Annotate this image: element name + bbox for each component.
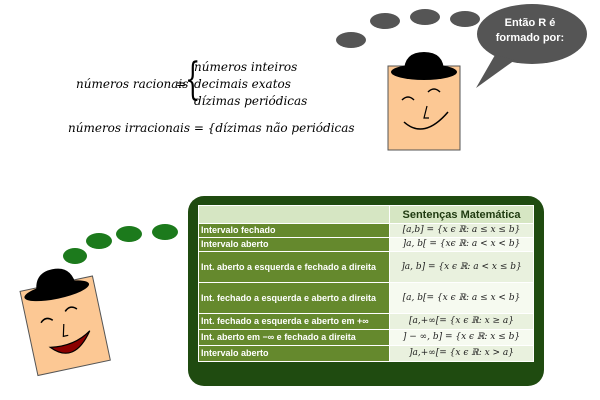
nose: [62, 324, 69, 338]
row-label: Int. fechado a esquerda e aberto a direi…: [198, 282, 390, 314]
row-label: Int. aberto a esquerda e fechado a direi…: [198, 251, 390, 283]
table-row: Int. fechado a esquerda e aberto em +∞ […: [198, 313, 534, 330]
row-label: Int. fechado a esquerda e aberto em +∞: [198, 313, 390, 330]
table-row: Intervalo aberto ]a, b[ = {xϵ ℝ: a < x <…: [198, 237, 534, 252]
eye-left: [40, 317, 54, 324]
table-header-empty: [198, 205, 390, 224]
row-label: Intervalo aberto: [198, 345, 390, 362]
formula-lhs: números racionais: [76, 77, 189, 91]
thought-dot: [116, 226, 142, 242]
row-value: ] − ∞, b] = {x ϵ ℝ: x ≤ b}: [389, 329, 534, 346]
intervals-table: Sentenças Matemática Intervalo fechado […: [198, 205, 534, 362]
table-row: Int. aberto em −∞ e fechado a direita ] …: [198, 329, 534, 346]
thought-dot: [450, 11, 480, 27]
row-value: ]a, b] = {x ϵ ℝ: a < x ≤ b}: [389, 251, 534, 283]
formula-items: números inteiros decimais exatos dízimas…: [194, 59, 307, 110]
formula-racionais: números racionais = { números inteiros d…: [76, 58, 336, 114]
speech-line-2: formado por:: [495, 32, 565, 44]
nose: [423, 105, 429, 119]
table-row: Int. aberto a esquerda e fechado a direi…: [198, 251, 534, 283]
row-label: Intervalo aberto: [198, 237, 390, 252]
row-value: ]a,+∞[= {x ϵ ℝ: x > a}: [389, 345, 534, 362]
thought-dot: [63, 248, 87, 264]
thought-dot: [370, 13, 400, 29]
formula-irracionais: números irracionais = {dízimas não perió…: [68, 121, 355, 135]
table-header-row: Sentenças Matemática: [198, 205, 534, 224]
row-value: [a,b] = {x ϵ ℝ: a ≤ x ≤ b}: [389, 223, 534, 238]
speech-bubble: [476, 4, 587, 88]
speech-bubble-text: Então R é formado por:: [478, 16, 582, 46]
curly-brace: {: [185, 54, 201, 105]
table-row: Int. fechado a esquerda e aberto a direi…: [198, 282, 534, 314]
formula-item: decimais exatos: [194, 77, 291, 91]
formula-item: dízimas periódicas: [194, 94, 308, 108]
thought-dot: [410, 9, 440, 25]
formula-item: números inteiros: [194, 60, 298, 74]
eye-left: [401, 96, 415, 101]
table-row: Intervalo aberto ]a,+∞[= {x ϵ ℝ: x > a}: [198, 345, 534, 362]
table-row: Intervalo fechado [a,b] = {x ϵ ℝ: a ≤ x …: [198, 223, 534, 238]
smile: [403, 111, 449, 130]
face-top-right: [387, 52, 461, 151]
row-value: [a, b[= {x ϵ ℝ: a ≤ x < b}: [389, 282, 534, 314]
row-value: [a,+∞[= {x ϵ ℝ: x ≥ a}: [389, 313, 534, 330]
row-value: ]a, b[ = {xϵ ℝ: a < x < b}: [389, 237, 534, 252]
thought-dot: [86, 233, 112, 249]
hat-top: [404, 52, 444, 72]
speech-line-1: Então R é: [504, 17, 556, 29]
row-label: Int. aberto em −∞ e fechado a direita: [198, 329, 390, 346]
formula-equals: =: [176, 77, 187, 91]
thought-dot: [336, 32, 366, 48]
thought-dot: [152, 224, 178, 240]
row-label: Intervalo fechado: [198, 223, 390, 238]
eye-right: [427, 88, 441, 93]
eye-right: [64, 306, 78, 312]
mouth: [48, 330, 91, 354]
table-title: Sentenças Matemática: [389, 205, 534, 224]
hat-top: [36, 268, 77, 295]
face-bottom-left: [19, 268, 111, 377]
